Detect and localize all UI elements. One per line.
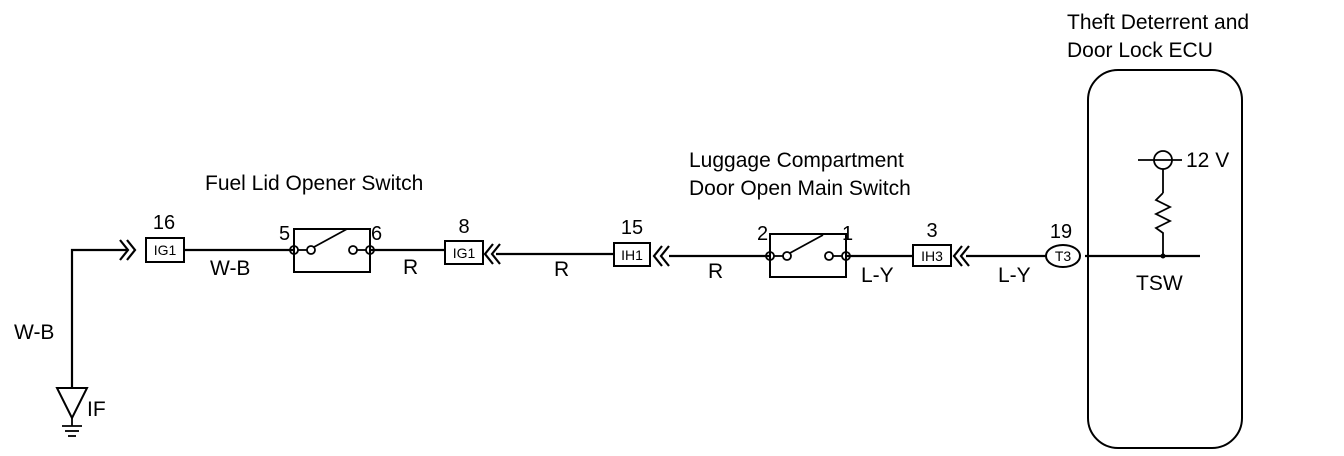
connector-pin-16: 16 — [153, 212, 175, 234]
wire-label-r-1: R — [708, 260, 723, 283]
chevron-left-icon — [659, 245, 670, 267]
luggage-switch-pin-1: 1 — [842, 223, 853, 245]
ecu-terminal-label: TSW — [1136, 272, 1183, 295]
connector-ih1: 15 IH1 — [613, 217, 670, 267]
connector-code-ih1: IH1 — [621, 247, 643, 263]
resistor-icon — [1153, 192, 1173, 256]
luggage-switch-pin-2: 2 — [757, 223, 768, 245]
chevron-left-icon — [959, 245, 970, 267]
connector-pin-15: 15 — [621, 217, 643, 239]
connector-pin-8: 8 — [458, 216, 469, 238]
wire-label-r-2: R — [554, 258, 569, 281]
wire-label-wb-1: W-B — [210, 257, 250, 280]
connector-ig1-16-box — [145, 237, 185, 263]
switch-lever-icon — [789, 234, 824, 254]
connector-code-t3: T3 — [1055, 248, 1072, 264]
wire-label-ly-1: L-Y — [998, 264, 1031, 287]
fuel-switch-pin-6: 6 — [371, 223, 382, 245]
connector-ig1-8-box — [444, 240, 484, 265]
chevron-left-icon — [652, 245, 663, 267]
luggage-switch-title-line2: Door Open Main Switch — [689, 177, 911, 200]
power-source-icon — [1138, 150, 1182, 193]
chevron-left-icon — [490, 243, 501, 265]
wire-label-r-3: R — [403, 256, 418, 279]
connector-ig1-16: 16 IG1 — [119, 212, 185, 263]
ecu-title-line1: Theft Deterrent and — [1067, 11, 1249, 34]
chevron-left-icon — [952, 245, 963, 267]
chevron-right-icon — [126, 239, 137, 261]
fuel-switch-pin-5: 5 — [279, 223, 290, 245]
wire-label-ly-2: L-Y — [861, 264, 894, 287]
ground-icon — [55, 387, 89, 437]
connector-ih3: 3 IH3 — [912, 220, 970, 267]
connector-t3: 19 T3 — [1045, 221, 1081, 268]
luggage-switch-title-line1: Luggage Compartment — [689, 149, 904, 172]
ground-label: IF — [87, 398, 106, 421]
ecu-block: Theft Deterrent and Door Lock ECU 12 V T… — [1067, 11, 1249, 449]
fuel-switch-title: Fuel Lid Opener Switch — [205, 172, 423, 195]
connector-code-ig1-8: IG1 — [453, 245, 476, 261]
connector-code-ig1-16: IG1 — [154, 242, 177, 258]
connector-pin-19: 19 — [1050, 221, 1072, 243]
connector-pin-3: 3 — [926, 220, 937, 242]
ecu-voltage: 12 V — [1186, 149, 1229, 172]
switch-lever-icon — [313, 228, 348, 248]
ecu-title-line2: Door Lock ECU — [1067, 39, 1213, 62]
luggage-switch: Luggage Compartment Door Open Main Switc… — [689, 149, 911, 278]
ecu-outline — [1087, 69, 1243, 449]
fuel-lid-switch: Fuel Lid Opener Switch 5 6 — [205, 172, 423, 273]
connector-code-ih3: IH3 — [921, 248, 943, 264]
connector-ig1-8: 8 IG1 — [444, 216, 501, 265]
wire-wb-2 — [70, 248, 128, 388]
wire-label-wb-2: W-B — [14, 321, 54, 344]
chevron-left-icon — [483, 243, 494, 265]
